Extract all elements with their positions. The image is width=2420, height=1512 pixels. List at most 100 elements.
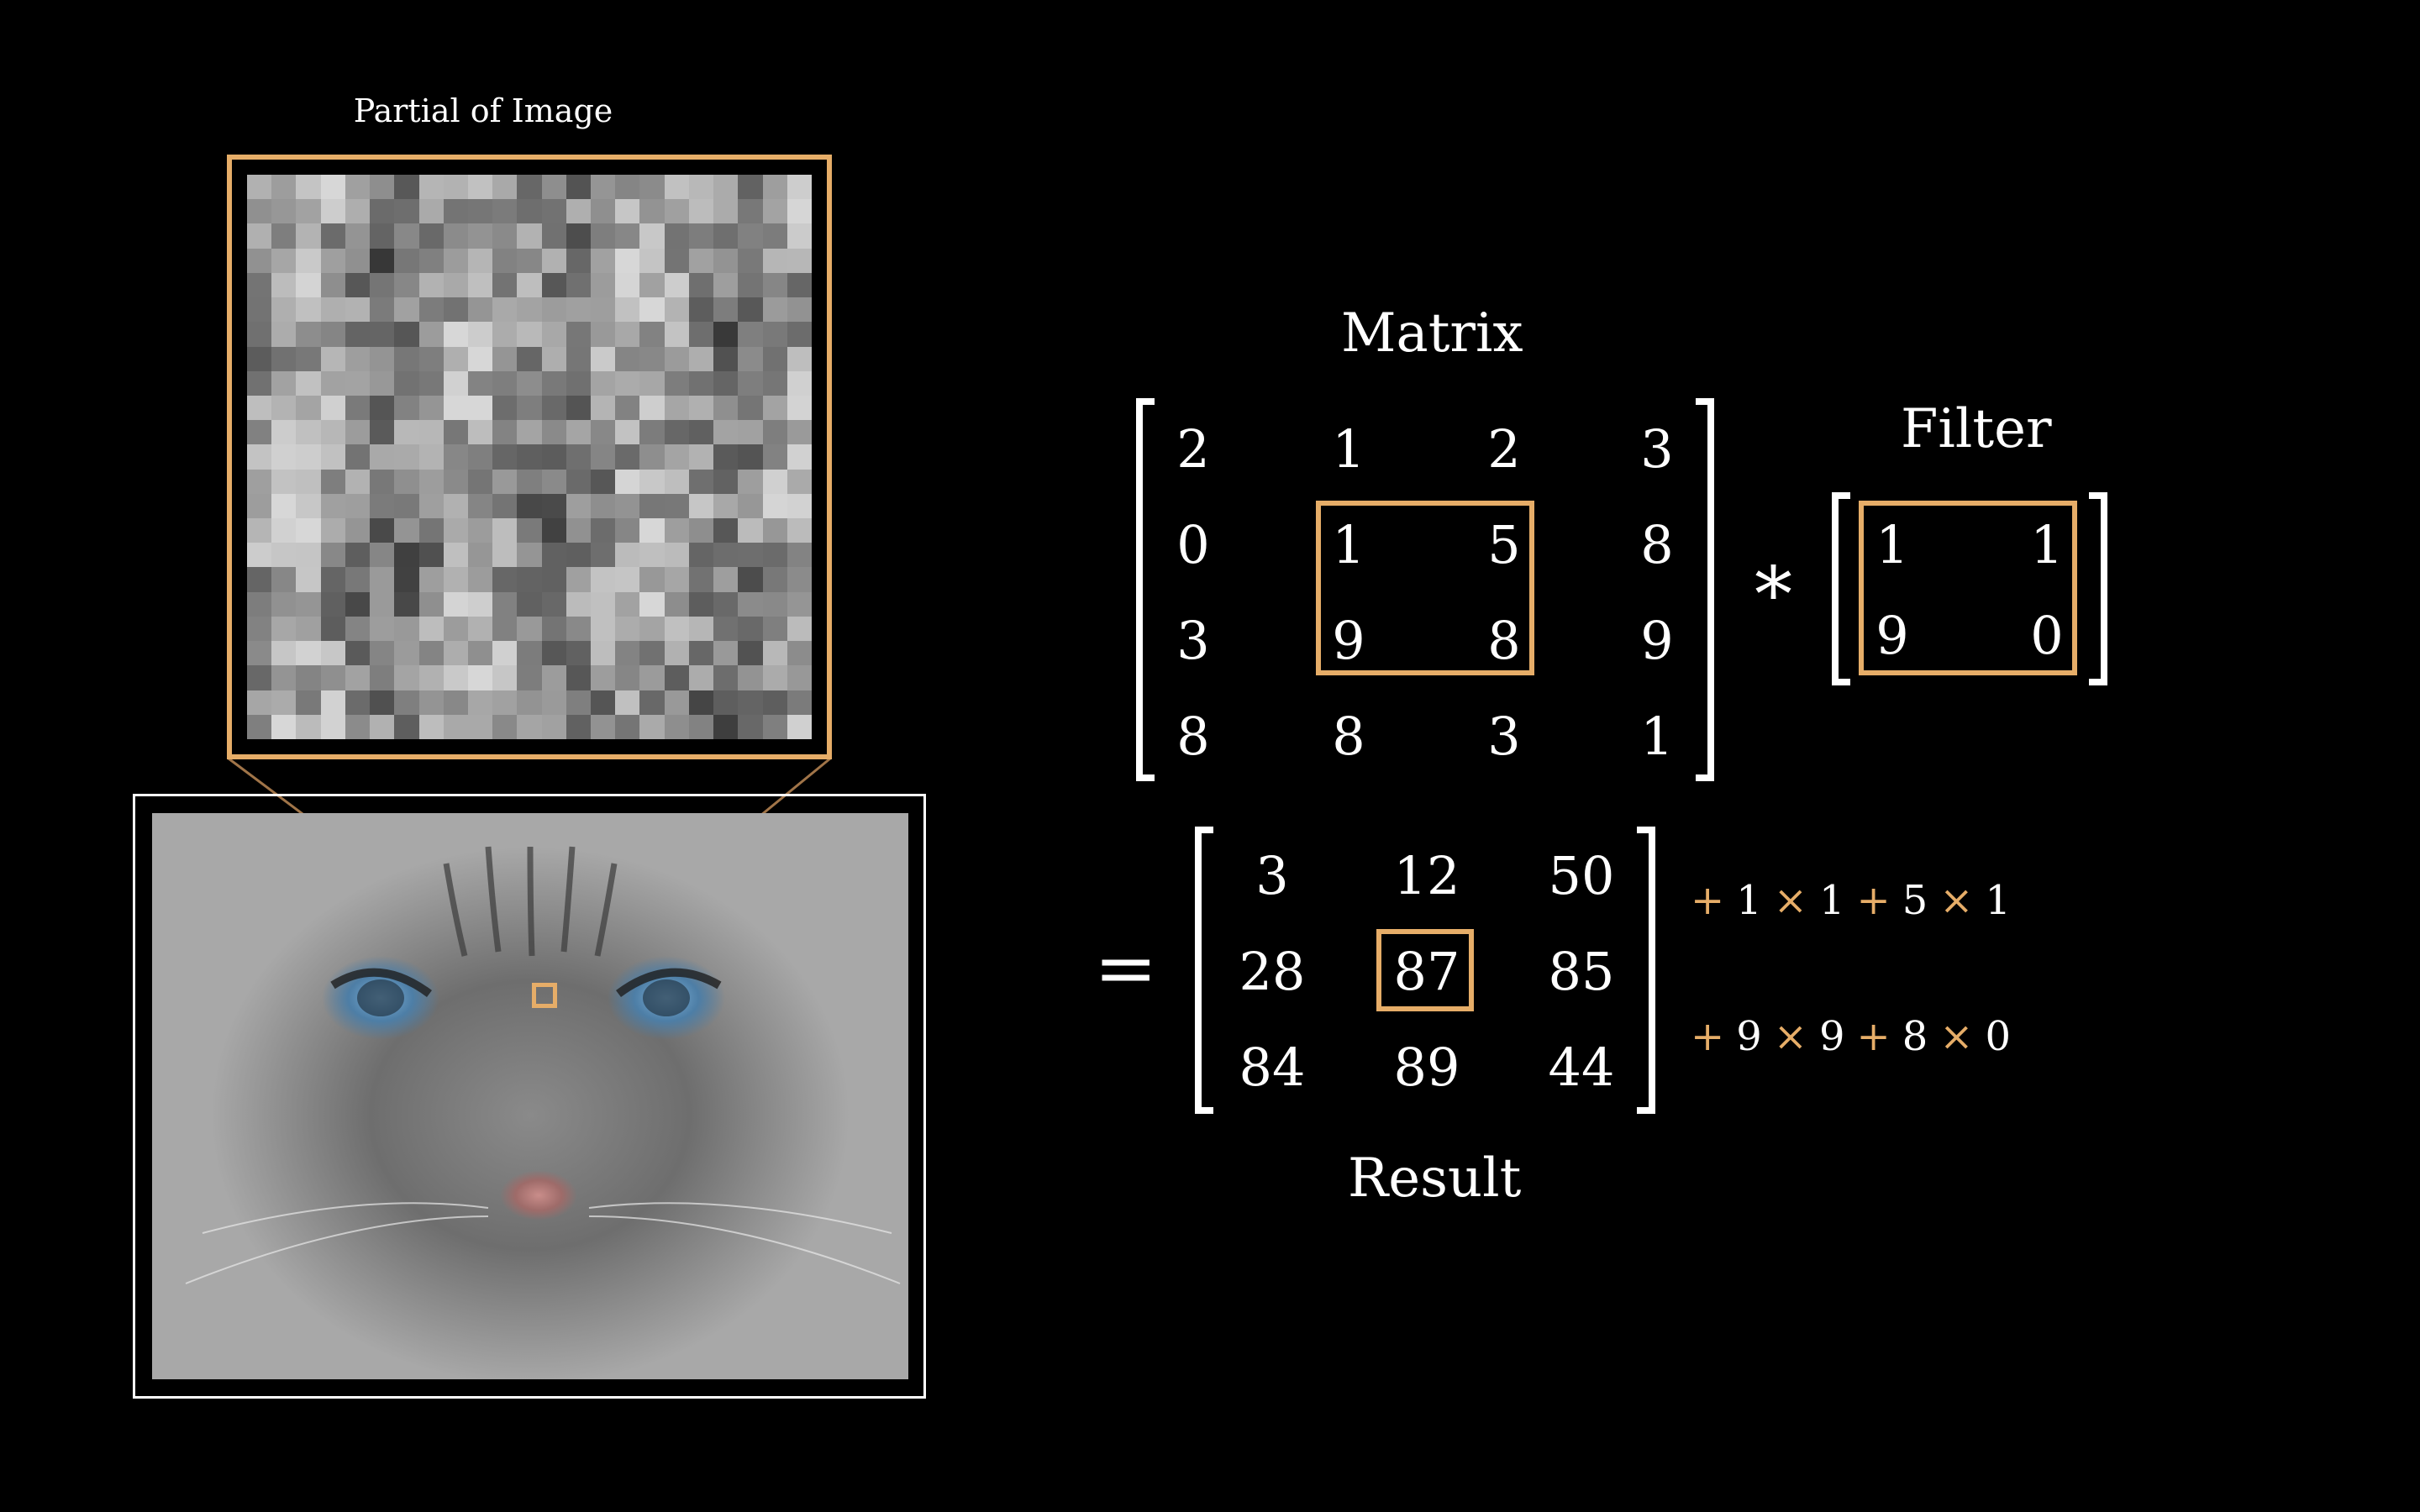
pixel-cell (639, 714, 665, 739)
pixel-cell (394, 665, 419, 690)
pixel-cell (492, 665, 518, 690)
pixel-cell (713, 370, 739, 396)
pixel-cell (247, 370, 272, 396)
pixel-cell (639, 370, 665, 396)
result-bracket-left (1195, 827, 1213, 1114)
pixel-cell (566, 322, 592, 347)
formula-token: × (1939, 1013, 1974, 1060)
pixel-cell (517, 469, 542, 494)
pixel-cell (713, 543, 739, 568)
matrix-cell: 2 (1176, 418, 1210, 480)
pixel-cell (762, 297, 787, 323)
pixel-cell (271, 248, 297, 273)
pixel-cell (762, 518, 787, 543)
pixel-cell (738, 567, 763, 592)
pixel-cell (517, 690, 542, 715)
pixel-cell (664, 591, 689, 617)
pixel-cell (591, 714, 616, 739)
pixel-cell (591, 641, 616, 666)
pixel-cell (345, 591, 371, 617)
formula-token: 0 (1985, 1013, 2012, 1060)
pixel-cell (517, 591, 542, 617)
pixel-cell (296, 395, 321, 421)
matrix-cell: 8 (1487, 610, 1521, 671)
pixel-cell (271, 322, 297, 347)
pixel-cell (688, 469, 714, 494)
pixel-cell (394, 690, 419, 715)
pixel-cell (271, 346, 297, 371)
pixel-cell (345, 322, 371, 347)
pixel-cell (541, 518, 566, 543)
pixel-cell (713, 690, 739, 715)
pixel-cell (418, 616, 444, 642)
pixel-cell (517, 665, 542, 690)
pixel-cell (639, 616, 665, 642)
pixel-cell (639, 175, 665, 200)
pixel-cell (394, 518, 419, 543)
pixel-cell (566, 346, 592, 371)
pixel-cell (591, 543, 616, 568)
pixel-cell (688, 493, 714, 519)
pixel-cell (418, 199, 444, 224)
pixel-cell (639, 518, 665, 543)
pixel-cell (492, 493, 518, 519)
matrix-bracket-right (1696, 398, 1714, 781)
pixel-cell (762, 322, 787, 347)
pixel-cell (713, 493, 739, 519)
pixel-cell (394, 591, 419, 617)
pixel-cell (615, 444, 640, 470)
pixel-cell (738, 714, 763, 739)
pixel-cell (688, 543, 714, 568)
pixel-cell (394, 420, 419, 445)
pixel-cell (591, 469, 616, 494)
pixel-cell (271, 543, 297, 568)
pixel-cell (639, 567, 665, 592)
pixel-cell (688, 272, 714, 298)
formula-token: 9 (1818, 1013, 1845, 1060)
pixel-cell (738, 346, 763, 371)
pixel-cell (247, 469, 272, 494)
pixel-cell (394, 395, 419, 421)
pixel-cell (615, 272, 640, 298)
filter-highlight-box (1859, 501, 2077, 675)
pixel-cell (345, 223, 371, 249)
pixel-cell (443, 493, 468, 519)
pixel-cell (566, 175, 592, 200)
formula-token: 1 (1985, 877, 2012, 924)
pixel-cell (418, 322, 444, 347)
pixel-cell (566, 543, 592, 568)
pixel-cell (443, 591, 468, 617)
pixel-cell (370, 175, 395, 200)
pixel-cell (517, 493, 542, 519)
pixel-cell (713, 591, 739, 617)
pixel-cell (639, 248, 665, 273)
pixel-cell (492, 199, 518, 224)
pixel-cell (320, 297, 345, 323)
pixel-cell (688, 322, 714, 347)
pixel-cell (738, 395, 763, 421)
pixel-cell (738, 175, 763, 200)
pixel-cell (615, 714, 640, 739)
pixel-cell (247, 567, 272, 592)
pixel-cell (345, 297, 371, 323)
pixel-cell (492, 248, 518, 273)
pixel-cell (566, 199, 592, 224)
pixel-cell (443, 690, 468, 715)
pixel-cell (467, 591, 493, 617)
pixel-cell (443, 370, 468, 396)
pixel-cell (296, 641, 321, 666)
pixel-cell (443, 543, 468, 568)
pixel-cell (738, 248, 763, 273)
filter-cell: 0 (2030, 605, 2064, 666)
pixel-cell (370, 272, 395, 298)
pixel-cell (591, 616, 616, 642)
pixel-cell (271, 616, 297, 642)
pixel-cell (271, 444, 297, 470)
pixel-cell (762, 714, 787, 739)
result-bracket-right (1637, 827, 1655, 1114)
pixel-cell (664, 297, 689, 323)
pixel-cell (296, 665, 321, 690)
pixel-cell (566, 444, 592, 470)
pixel-cell (247, 248, 272, 273)
pixel-cell (394, 641, 419, 666)
